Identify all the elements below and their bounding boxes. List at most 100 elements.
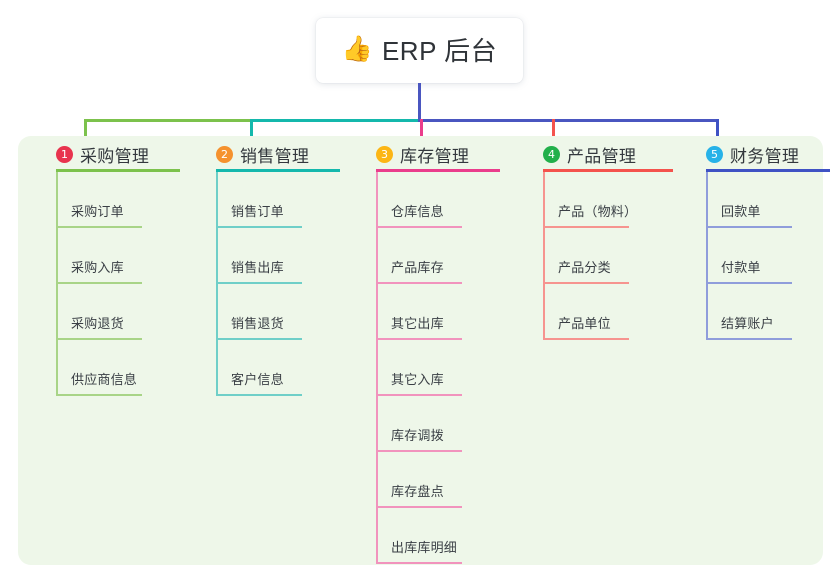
branch-item[interactable]: 供应商信息: [38, 340, 198, 396]
branch-item[interactable]: 采购入库: [38, 228, 198, 284]
branch-item-label: 销售出库: [231, 260, 284, 275]
branch-header-underline: [543, 169, 673, 172]
branch-item-label: 销售退货: [231, 316, 284, 331]
branch-item-underline: [543, 338, 629, 340]
branch-item[interactable]: 库存盘点: [358, 452, 518, 508]
branch-item[interactable]: 销售订单: [198, 172, 358, 228]
branch-item-underline: [706, 338, 792, 340]
branch-header-4[interactable]: 4 产品管理: [525, 136, 685, 172]
branch-item-list: 采购订单采购入库采购退货供应商信息: [38, 172, 198, 396]
branch-item-underline: [376, 394, 462, 396]
branch-header-3[interactable]: 3 库存管理: [358, 136, 518, 172]
root-node-card[interactable]: 👍 ERP 后台: [316, 18, 523, 83]
branch-header-label: 库存管理: [400, 146, 470, 166]
branch-item-underline: [216, 282, 302, 284]
branch-item-underline: [543, 282, 629, 284]
branch-item-underline: [376, 226, 462, 228]
branch-item-list: 仓库信息产品库存其它出库其它入库库存调拨库存盘点出库库明细: [358, 172, 518, 564]
branch-item-underline: [56, 226, 142, 228]
branch-header-underline: [216, 169, 340, 172]
branch-item[interactable]: 其它出库: [358, 284, 518, 340]
branch-item-label: 产品单位: [558, 316, 611, 331]
branch-header-label: 采购管理: [80, 146, 150, 166]
branch-item-underline: [216, 394, 302, 396]
branch-header-label: 财务管理: [730, 146, 800, 166]
branch-item[interactable]: 销售出库: [198, 228, 358, 284]
branch-item[interactable]: 产品单位: [525, 284, 685, 340]
branch-column-1: 1 采购管理采购订单采购入库采购退货供应商信息: [38, 136, 198, 396]
branch-item-label: 仓库信息: [391, 204, 444, 219]
branch-number-badge: 5: [706, 145, 723, 163]
root-node-content: 👍 ERP 后台: [342, 31, 497, 68]
branch-drop-line-3: [420, 119, 423, 150]
branch-drop-line-2: [250, 119, 253, 150]
branch-number-badge: 3: [376, 145, 393, 163]
branch-column-5: 5 财务管理回款单付款单结算账户: [688, 136, 839, 340]
thumbs-up-icon: 👍: [341, 35, 373, 63]
branch-item-label: 其它出库: [391, 316, 444, 331]
branch-spine-line: [706, 172, 708, 340]
branch-item[interactable]: 产品库存: [358, 228, 518, 284]
branch-number-badge: 1: [56, 145, 73, 163]
branch-item[interactable]: 销售退货: [198, 284, 358, 340]
branch-header-label: 产品管理: [567, 146, 637, 166]
branch-item[interactable]: 产品（物料）: [525, 172, 685, 228]
branch-item-underline: [56, 282, 142, 284]
branch-item-underline: [216, 338, 302, 340]
branch-item[interactable]: 客户信息: [198, 340, 358, 396]
branch-item-label: 回款单: [721, 204, 761, 219]
branch-header-underline: [376, 169, 500, 172]
branch-item-label: 库存调拨: [391, 428, 444, 443]
branch-item-label: 采购退货: [71, 316, 124, 331]
root-stem-line: [418, 83, 421, 122]
branch-header-label: 销售管理: [240, 146, 310, 166]
branch-drop-line-1: [84, 119, 87, 150]
branch-item-underline: [706, 226, 792, 228]
branch-header-underline: [706, 169, 830, 172]
branch-item-list: 产品（物料） 产品分类产品单位: [525, 172, 685, 340]
branch-item[interactable]: 采购订单: [38, 172, 198, 228]
branch-item-label: 销售订单: [231, 204, 284, 219]
branch-item[interactable]: 结算账户: [688, 284, 839, 340]
branch-item-label: 采购订单: [71, 204, 124, 219]
branch-header-1[interactable]: 1 采购管理: [38, 136, 198, 172]
branch-item-label: 结算账户: [721, 316, 774, 331]
branch-number-badge: 2: [216, 145, 233, 163]
branch-item-underline: [376, 506, 462, 508]
branch-item-label: 采购入库: [71, 260, 124, 275]
branch-item-underline: [376, 338, 462, 340]
branch-spine-line: [216, 172, 218, 396]
bus-segment-3: [418, 119, 719, 122]
branch-item[interactable]: 仓库信息: [358, 172, 518, 228]
branch-item-label: 供应商信息: [71, 372, 138, 387]
branch-item-underline: [376, 562, 462, 564]
branch-column-3: 3 库存管理仓库信息产品库存其它出库其它入库库存调拨库存盘点出库库明细: [358, 136, 518, 564]
branch-spine-line: [56, 172, 58, 396]
branch-item-underline: [216, 226, 302, 228]
branch-item-label: 其它入库: [391, 372, 444, 387]
branch-item-underline: [56, 394, 142, 396]
branch-item[interactable]: 产品分类: [525, 228, 685, 284]
branch-item[interactable]: 其它入库: [358, 340, 518, 396]
branch-drop-line-4: [552, 119, 555, 150]
branch-item[interactable]: 付款单: [688, 228, 839, 284]
branch-header-underline: [56, 169, 180, 172]
branch-item-label: 产品库存: [391, 260, 444, 275]
branch-item-label: 客户信息: [231, 372, 284, 387]
branch-item[interactable]: 采购退货: [38, 284, 198, 340]
branch-item-list: 销售订单销售出库销售退货客户信息: [198, 172, 358, 396]
branch-header-2[interactable]: 2 销售管理: [198, 136, 358, 172]
branch-item-list: 回款单付款单结算账户: [688, 172, 839, 340]
branch-item[interactable]: 库存调拨: [358, 396, 518, 452]
branch-item-underline: [376, 282, 462, 284]
branch-number-badge: 4: [543, 145, 560, 163]
branch-item[interactable]: 回款单: [688, 172, 839, 228]
bus-segment-2: [250, 119, 418, 122]
branch-item-underline: [56, 338, 142, 340]
branch-header-5[interactable]: 5 财务管理: [688, 136, 839, 172]
branch-item-label: 产品（物料）: [558, 204, 638, 219]
branch-column-2: 2 销售管理销售订单销售出库销售退货客户信息: [198, 136, 358, 396]
branch-item[interactable]: 出库库明细: [358, 508, 518, 564]
root-node-title: ERP 后台: [381, 36, 498, 66]
branch-item-underline: [543, 226, 629, 228]
